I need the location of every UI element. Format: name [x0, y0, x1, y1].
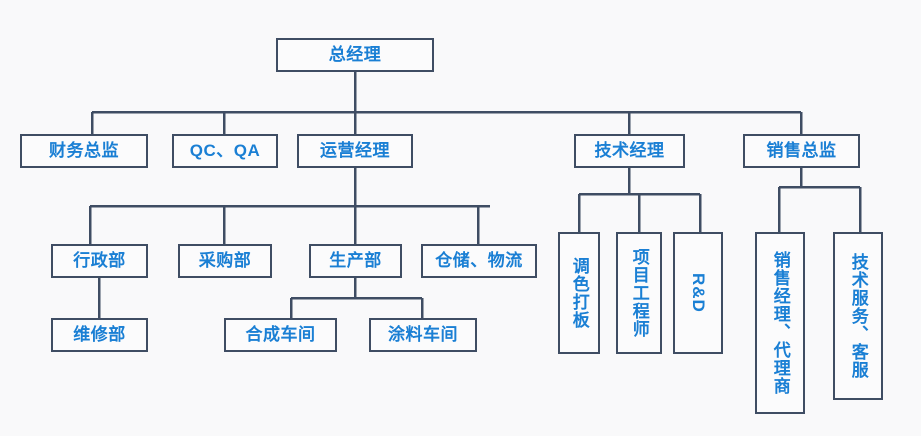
node-rnd[interactable]: R&D — [673, 232, 723, 354]
node-sales-director[interactable]: 销售总监 — [743, 134, 860, 168]
node-qc-qa[interactable]: QC、QA — [172, 134, 278, 168]
node-admin-dept[interactable]: 行政部 — [51, 244, 148, 278]
node-operations-manager[interactable]: 运营经理 — [297, 134, 413, 168]
node-warehouse-logistics[interactable]: 仓储、物流 — [421, 244, 537, 278]
node-production-dept[interactable]: 生产部 — [309, 244, 402, 278]
node-coating-workshop[interactable]: 涂料车间 — [369, 318, 477, 352]
node-sales-manager-agent[interactable]: 销售经理、代理商 — [755, 232, 805, 414]
node-tech-service-support[interactable]: 技术服务、客服 — [833, 232, 883, 400]
node-general-manager[interactable]: 总经理 — [276, 38, 434, 72]
node-procurement-dept[interactable]: 采购部 — [178, 244, 272, 278]
node-technical-manager[interactable]: 技术经理 — [574, 134, 685, 168]
node-synthesis-workshop[interactable]: 合成车间 — [224, 318, 337, 352]
node-color-matching[interactable]: 调色打板 — [558, 232, 600, 354]
node-maintenance-dept[interactable]: 维修部 — [51, 318, 148, 352]
node-project-engineer[interactable]: 项目工程师 — [616, 232, 662, 354]
node-finance-director[interactable]: 财务总监 — [20, 134, 148, 168]
